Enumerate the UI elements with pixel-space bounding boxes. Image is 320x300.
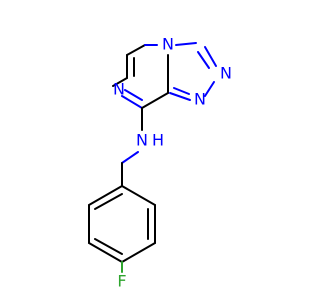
bond-ar4-ar5 bbox=[88, 242, 123, 263]
amine-linker bbox=[121, 107, 143, 187]
atom-labels: N N N N N H F bbox=[113, 35, 232, 291]
chemical-structure-diagram: N N N N N H F bbox=[88, 35, 232, 291]
bond-ar1-ar2 bbox=[121, 185, 156, 206]
bond-nh-ch2 bbox=[121, 151, 139, 164]
atom-n7: N bbox=[113, 80, 125, 99]
bond-n1-c8a bbox=[169, 92, 191, 101]
triazole-ring bbox=[169, 42, 217, 101]
fluorophenyl-ring bbox=[88, 185, 156, 273]
bond-ar3-ar4 bbox=[121, 242, 156, 263]
pyrazine-ring bbox=[112, 44, 169, 109]
bond-n7-c8-double bbox=[124, 89, 143, 101]
atom-f: F bbox=[117, 272, 126, 291]
atom-n-triazole-top: N bbox=[220, 64, 232, 83]
bond-ar6-ar1-inner bbox=[94, 193, 123, 210]
bond-c5-n4 bbox=[126, 44, 146, 56]
bond-c3-n2 bbox=[204, 46, 217, 67]
atom-n4: N bbox=[162, 35, 174, 54]
atom-n-triazole-bottom: N bbox=[194, 90, 206, 109]
bond-ar6-ar1 bbox=[88, 185, 123, 206]
bond-n2-n1 bbox=[204, 81, 215, 97]
atom-h: H bbox=[152, 131, 164, 150]
bond-n1-c8a-double bbox=[173, 87, 190, 95]
bond-n7-c8 bbox=[121, 95, 143, 109]
bond-c8-c8a bbox=[141, 92, 169, 109]
bond-c3-n2-double bbox=[197, 51, 210, 69]
bond-ar4-ar5-inner bbox=[94, 238, 123, 255]
bond-n4-c3 bbox=[175, 42, 197, 46]
atom-nh: N bbox=[136, 131, 148, 150]
bond-c6-n7 bbox=[112, 77, 128, 87]
